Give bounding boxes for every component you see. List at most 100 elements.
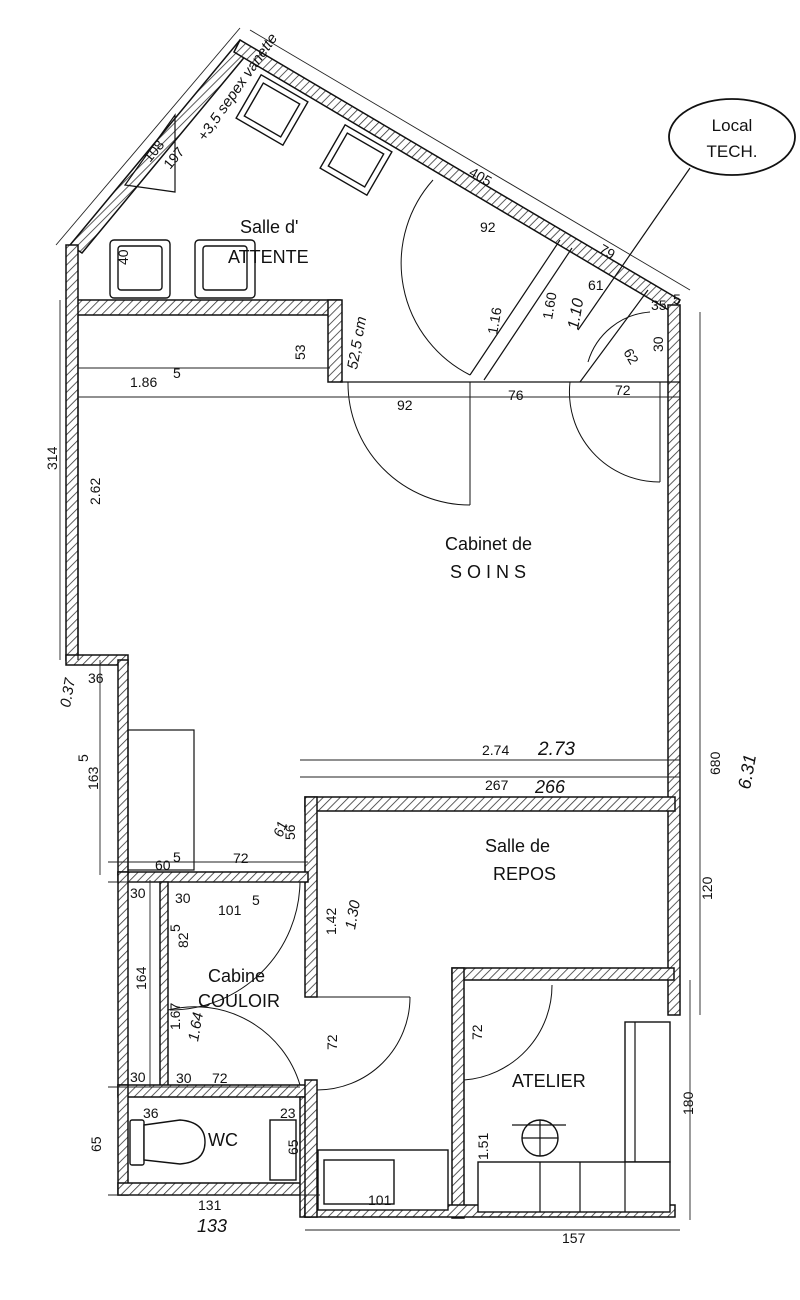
dim-30-c: 30	[130, 1069, 146, 1085]
door-cabinet-main	[347, 381, 471, 506]
dim-164: 164	[133, 966, 149, 990]
callout-line-2: TECH.	[707, 142, 758, 161]
dim-56: 56	[282, 824, 298, 840]
dim-65-left: 65	[88, 1136, 104, 1152]
dim-53: 53	[292, 344, 308, 360]
note-266: 266	[534, 777, 566, 797]
dim-82: 82	[175, 932, 191, 948]
note-037: 0.37	[57, 676, 79, 708]
wall-cabine-left	[117, 871, 129, 1088]
dimension-lines	[55, 27, 701, 1231]
dim-120: 120	[699, 876, 715, 900]
dim-101: 101	[218, 902, 242, 918]
dim-30-d: 30	[176, 1070, 192, 1086]
skylight-2	[319, 123, 393, 197]
fixtures	[109, 73, 671, 1213]
note-52cm: 52,5 cm	[344, 315, 370, 371]
dim-62: 62	[620, 346, 642, 368]
dim-186: 1.86	[130, 374, 157, 390]
cabinet-shelf	[127, 729, 195, 871]
dim-314: 314	[44, 446, 60, 470]
dim-267: 267	[485, 777, 509, 793]
callout-local-tech: Local TECH.	[577, 98, 796, 331]
dim-131: 131	[198, 1197, 222, 1213]
dim-72-mid: 72	[233, 850, 249, 866]
room-label-wc: WC	[208, 1130, 238, 1150]
wall-cabine-top	[117, 871, 309, 883]
dim-167: 1.67	[167, 1003, 183, 1030]
walls	[65, 38, 682, 1219]
wall-cabine-inner	[159, 881, 169, 1088]
room-label-couloir: COULOIR	[198, 991, 280, 1011]
dim-142: 1.42	[323, 908, 339, 935]
atelier-shelves	[477, 1021, 671, 1213]
door-atelier	[463, 984, 553, 1081]
chair-1	[109, 239, 171, 299]
dim-82-sup: 5	[167, 924, 183, 932]
dim-65-right: 65	[285, 1139, 301, 1155]
room-label-cabine: Cabine	[208, 966, 265, 986]
wall-repos-left-low	[304, 1079, 318, 1218]
note-133: 133	[197, 1216, 227, 1236]
room-label-salle-attente: Salle d'	[240, 217, 298, 237]
dim-79: 79	[597, 241, 619, 263]
wall-atelier-top	[451, 967, 675, 981]
note-130: 1.30	[342, 898, 364, 930]
dim-274: 2.74	[482, 742, 509, 758]
wall-diagonal-right	[233, 38, 682, 314]
callout-line-1: Local	[712, 116, 753, 135]
door-local-tech	[587, 311, 651, 363]
dim-72-atelier: 72	[469, 1024, 485, 1040]
dim-157: 157	[562, 1230, 586, 1246]
room-label-cabinet: Cabinet de	[445, 534, 532, 554]
wall-repos-left	[304, 796, 318, 998]
wall-atelier-left	[451, 967, 465, 1219]
dim-61: 61	[588, 277, 604, 293]
partitions	[77, 239, 680, 875]
note-631: 6.31	[734, 753, 760, 791]
dim-262: 2.62	[87, 478, 103, 505]
dim-186-sup: 5	[173, 365, 181, 381]
dim-92-diag: 92	[480, 219, 496, 235]
dim-60: 60	[155, 857, 171, 873]
wall-repos-top	[304, 796, 676, 812]
wall-left-mid	[117, 659, 129, 876]
dim-36-wc: 36	[143, 1105, 159, 1121]
dim-180: 180	[680, 1091, 696, 1115]
dim-151: 1.51	[475, 1133, 491, 1160]
dim-92-door: 92	[397, 397, 413, 413]
wall-left-upper	[65, 244, 79, 661]
corner-triangle	[123, 113, 176, 193]
wall-waiting-stub	[327, 299, 343, 383]
wall-waiting-bottom	[67, 299, 341, 316]
doors	[167, 179, 661, 1091]
wall-wc-left	[117, 1084, 129, 1196]
dim-72-repos: 72	[324, 1034, 340, 1050]
dim-23: 23	[280, 1105, 296, 1121]
chair-2	[194, 239, 256, 299]
toilet	[129, 1119, 206, 1166]
dim-163: 163	[85, 766, 101, 790]
dim-72-top: 72	[615, 382, 631, 398]
door-cabinet-right	[568, 381, 661, 483]
room-label-salle-de: Salle de	[485, 836, 550, 856]
door-waiting	[400, 179, 471, 376]
skylight-1	[235, 73, 309, 147]
note-164: 1.64	[185, 1011, 207, 1043]
shower	[317, 1149, 449, 1211]
dim-30-right: 30	[650, 336, 666, 352]
note-110: 1.10	[565, 297, 587, 331]
dim-60-sup: 5	[173, 849, 181, 865]
room-label-attente: ATTENTE	[228, 247, 309, 267]
table-with-chair	[512, 1119, 566, 1157]
note-273: 2.73	[537, 739, 575, 760]
room-label-repos: REPOS	[493, 864, 556, 884]
wall-right	[667, 304, 681, 1016]
dim-160: 1.60	[539, 291, 560, 321]
dim-101-bottom: 101	[368, 1192, 392, 1208]
dim-40: 40	[115, 249, 131, 265]
wc-sink	[269, 1119, 297, 1181]
dim-72-low: 72	[212, 1070, 228, 1086]
dim-76: 76	[508, 387, 524, 403]
